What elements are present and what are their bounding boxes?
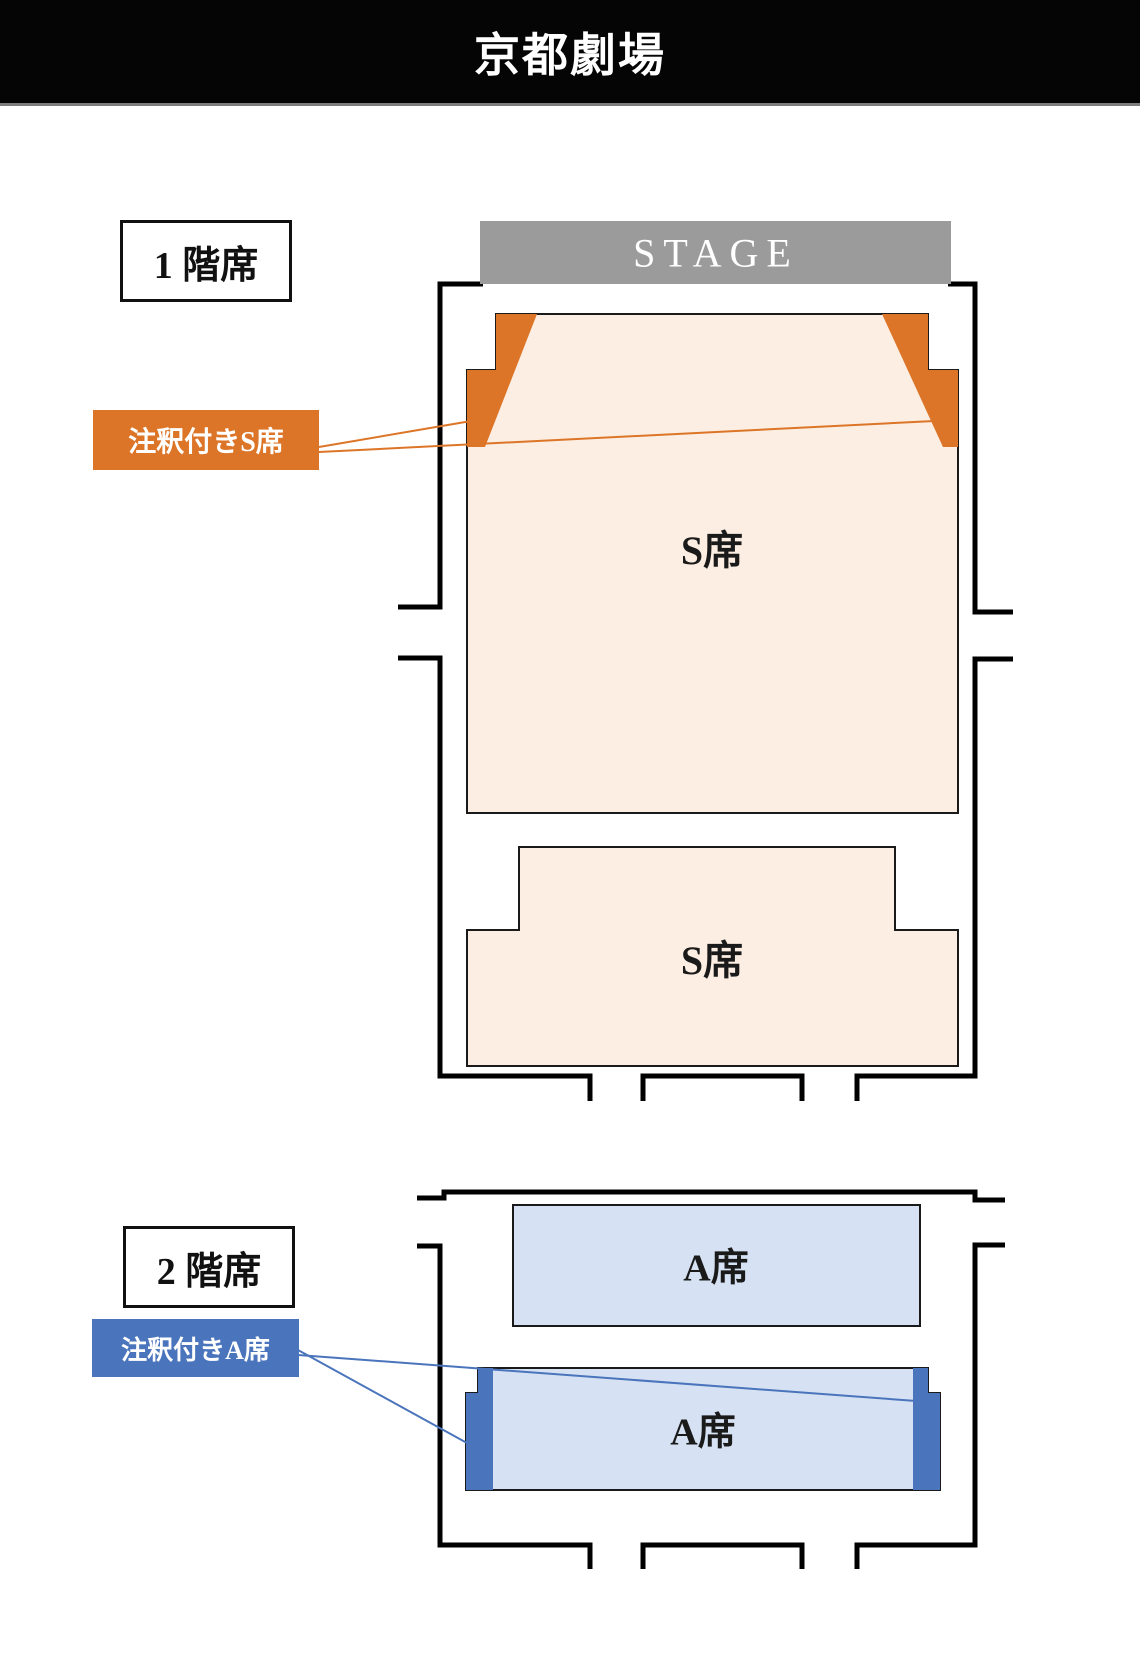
stage-area <box>480 221 951 284</box>
annotated-a-seat-left-strip[interactable] <box>466 1368 493 1490</box>
floor2-wall-bottom-middle <box>640 1542 805 1569</box>
annotated-a-seat-right-strip[interactable] <box>913 1368 940 1490</box>
annotated-s-seat-legend-text: 注釈付きS席 <box>128 427 284 458</box>
a-seat-rear-label: A席 <box>670 1411 736 1454</box>
annotated-s-seat-left-corner[interactable] <box>467 314 537 447</box>
a-seat-front-block[interactable] <box>512 1204 921 1327</box>
annotated-s-seat-right-corner[interactable] <box>882 314 958 447</box>
floor2-wall-bottom-right <box>854 1242 1005 1569</box>
a-seat-front-label: A席 <box>683 1247 749 1290</box>
floor2-label: 2 階席 <box>156 1250 262 1293</box>
floor2-wall-top <box>417 1189 1005 1203</box>
floor1-wall-top-right <box>948 281 1013 615</box>
s-annotation-line-left <box>318 419 478 448</box>
page-title: 京都劇場 <box>474 29 666 81</box>
annotated-a-seat-legend-text: 注釈付きA席 <box>121 1335 270 1365</box>
s-seat-rear-block[interactable] <box>466 846 959 1067</box>
s-annotation-line-right <box>318 420 935 453</box>
floor1-wall-left-bottom <box>398 655 593 1101</box>
a-annotation-line-left <box>297 1349 468 1444</box>
annotated-s-seat-legend: 注釈付きS席 <box>93 410 319 470</box>
floor2-wall-left-bottom <box>417 1243 593 1569</box>
stage-label: STAGE <box>633 230 799 276</box>
floor1-diagram <box>318 221 1013 1101</box>
floor1-wall-bottom-middle <box>640 1073 805 1101</box>
a-annotation-line-right <box>297 1354 931 1403</box>
floor1-label: 1 階席 <box>153 244 259 287</box>
header-bar: 京都劇場 <box>0 0 1140 106</box>
s-seat-rear-label: S席 <box>680 938 744 983</box>
s-seat-front-label: S席 <box>680 528 744 573</box>
annotated-a-seat-legend: 注釈付きA席 <box>92 1319 299 1377</box>
floor2-label-box: 2 階席 <box>123 1226 295 1308</box>
floor2-diagram <box>297 1189 1005 1569</box>
floor1-label-box: 1 階席 <box>120 220 292 302</box>
floor1-wall-bottom-right <box>854 656 1013 1101</box>
